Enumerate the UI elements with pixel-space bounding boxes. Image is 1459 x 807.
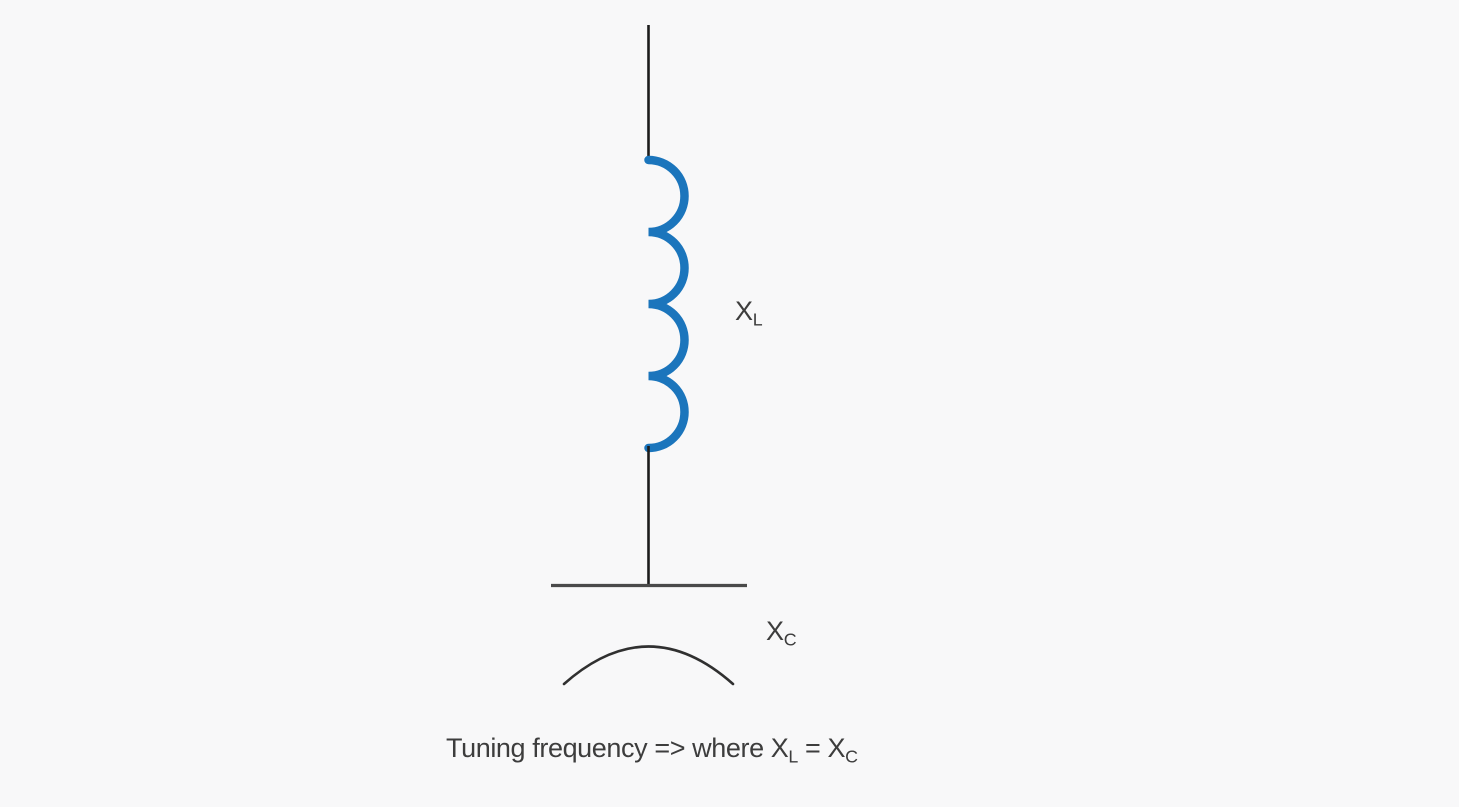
caption-sub1: L [788,746,798,767]
caption-sub2: C [845,746,858,767]
inductor-label-base: X [735,296,753,326]
inductor-label-sub: L [752,309,763,330]
caption-part1: Tuning frequency => where X [446,733,789,763]
inductor-coil-icon [644,155,689,453]
caption: Tuning frequency => where XL = XC [446,733,858,766]
capacitor-label: XC [766,616,797,649]
capacitor-label-base: X [766,616,784,646]
inductor-label: XL [735,296,763,329]
capacitor-curved-plate-icon [562,645,735,686]
caption-part2: = X [797,733,846,763]
capacitor-label-sub: C [783,629,797,650]
